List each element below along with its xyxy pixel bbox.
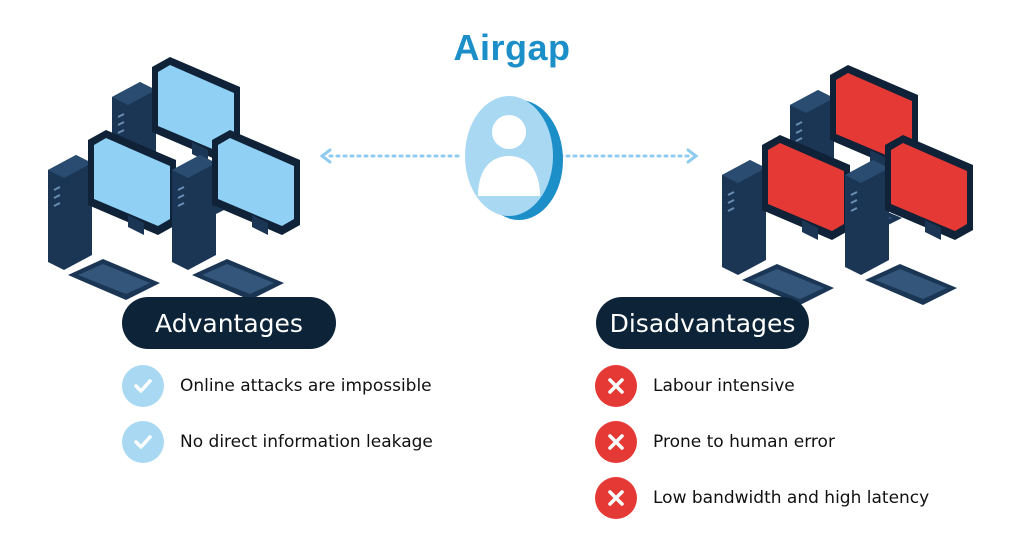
disadvantage-text: Low bandwidth and high latency <box>653 488 930 508</box>
advantage-text: Online attacks are impossible <box>180 376 432 396</box>
advantages-heading: Advantages <box>122 297 336 349</box>
disadvantage-text: Prone to human error <box>653 432 835 452</box>
secure-computer-cluster <box>47 56 301 301</box>
insecure-computer-cluster <box>721 64 974 306</box>
computer-icon <box>721 134 851 306</box>
left-dotted-arrow <box>319 148 464 164</box>
cross-icon <box>595 477 637 519</box>
computer-icon <box>844 134 974 306</box>
disadvantage-item: Low bandwidth and high latency <box>595 477 929 519</box>
right-dotted-arrow <box>558 148 699 164</box>
advantage-item: Online attacks are impossible <box>122 365 432 407</box>
advantage-item: No direct information leakage <box>122 421 433 463</box>
disadvantage-item: Prone to human error <box>595 421 835 463</box>
computer-icon <box>171 129 301 301</box>
disadvantage-text: Labour intensive <box>653 376 795 396</box>
disadvantages-heading: Disadvantages <box>596 297 809 349</box>
user-disc-icon <box>465 96 563 220</box>
page-title: Airgap <box>453 27 571 68</box>
advantage-text: No direct information leakage <box>180 432 433 452</box>
disadvantage-item: Labour intensive <box>595 365 795 407</box>
cross-icon <box>595 365 637 407</box>
computer-icon <box>47 129 177 301</box>
check-icon <box>122 421 164 463</box>
cross-icon <box>595 421 637 463</box>
check-icon <box>122 365 164 407</box>
